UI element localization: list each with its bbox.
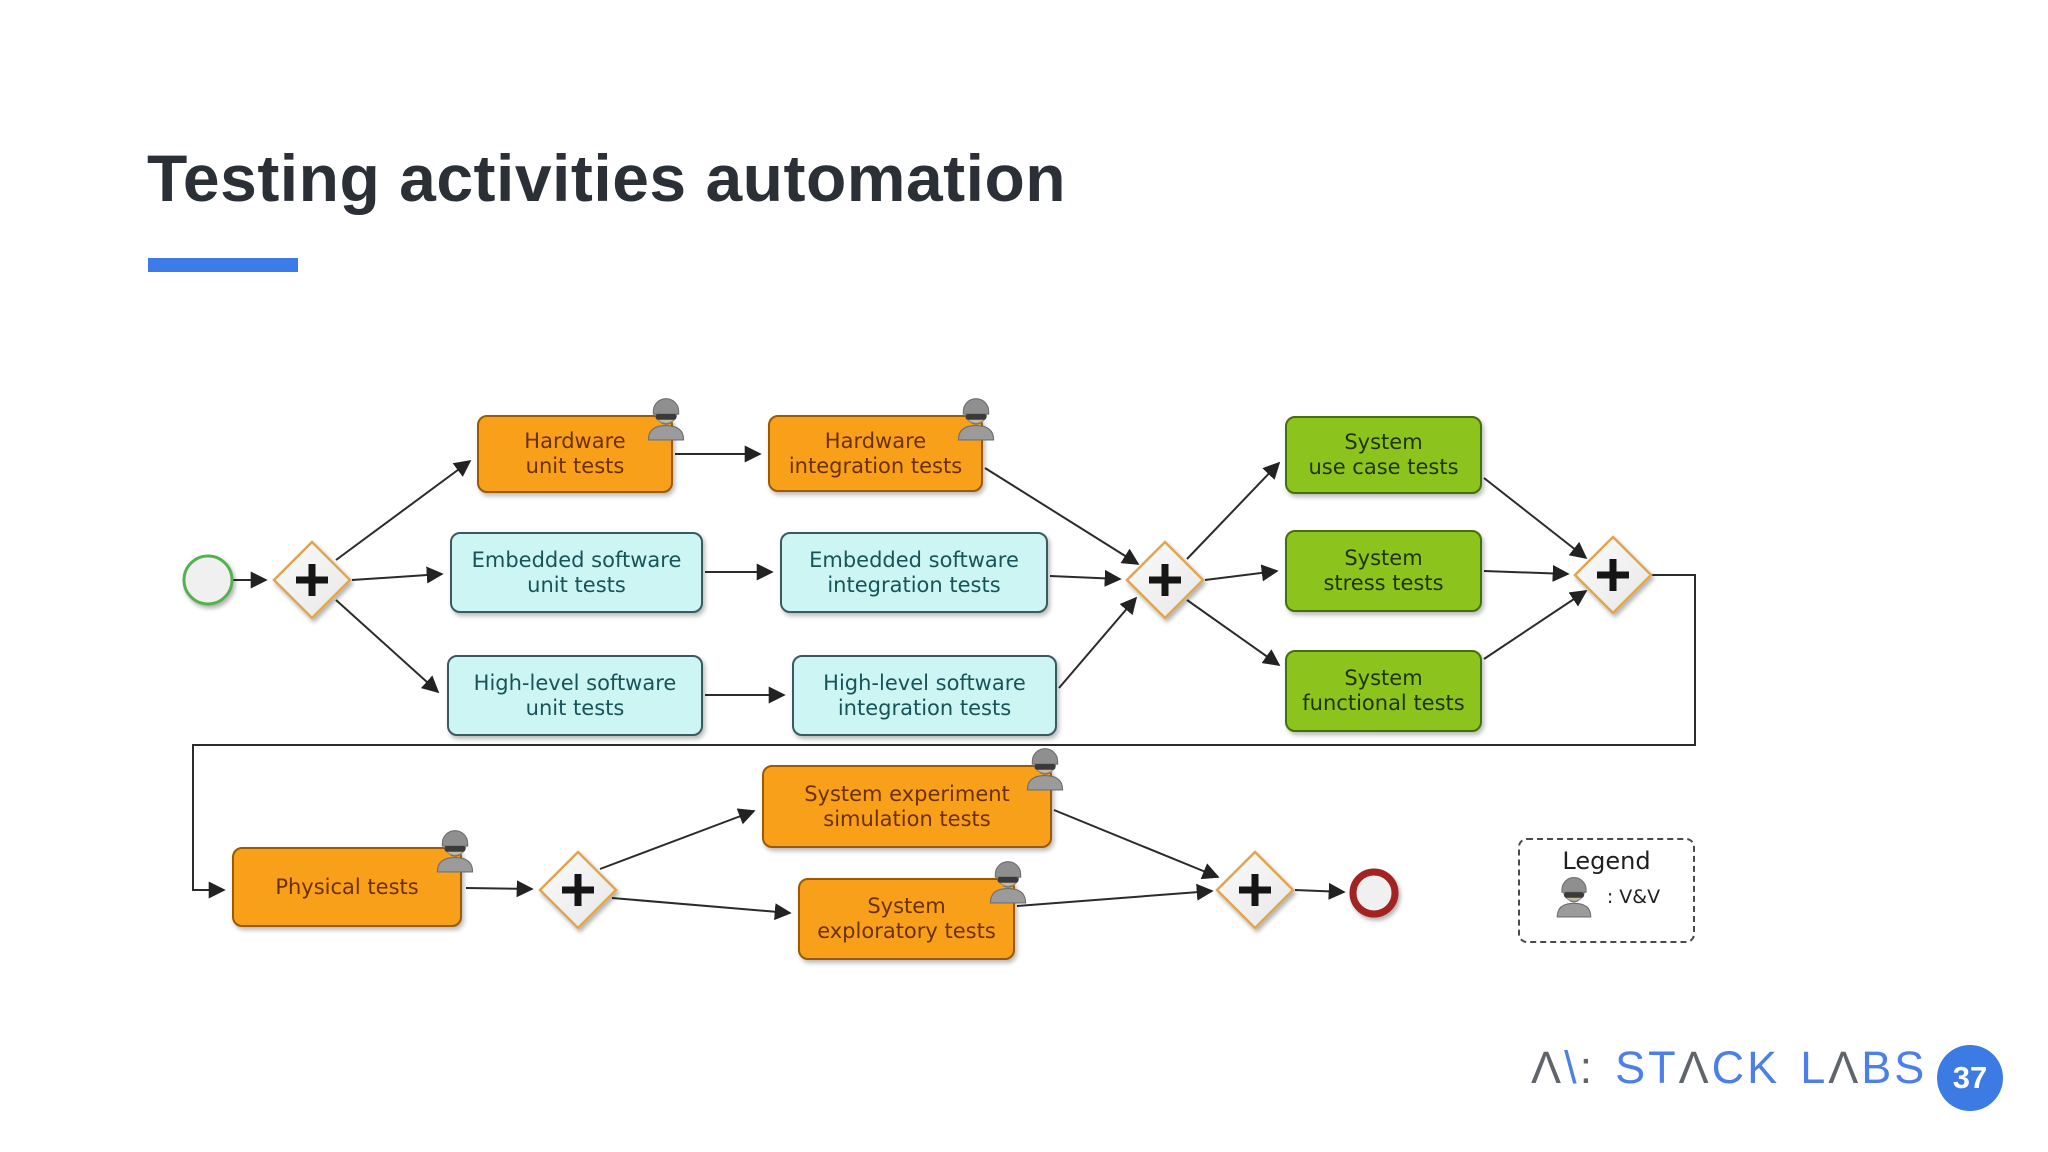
task-hardware-integration-tests: Hardware integration tests	[768, 415, 983, 492]
logo-glyph: \	[1564, 1042, 1580, 1093]
task-label-line: Hardware	[524, 429, 626, 454]
task-hardware-unit-tests: Hardware unit tests	[477, 415, 673, 493]
parallel-gateway-split-bottom	[538, 850, 618, 930]
task-system-exploratory-tests: System exploratory tests	[798, 878, 1015, 960]
task-label-line: System	[1344, 666, 1423, 691]
logo-glyph: BS	[1861, 1042, 1928, 1093]
task-embedded-software-integration-tests: Embedded software integration tests	[780, 532, 1048, 613]
logo-glyph: Λ	[1828, 1042, 1862, 1093]
task-label-line: integration tests	[837, 695, 1012, 720]
task-system-experiment-simulation-tests: System experiment simulation tests	[762, 765, 1052, 848]
legend-title: Legend	[1562, 847, 1651, 875]
task-label-line: functional tests	[1302, 691, 1465, 715]
task-label-line: stress tests	[1323, 571, 1444, 595]
logo-glyph: L	[1800, 1042, 1829, 1093]
task-label-line: System	[867, 894, 946, 919]
logo-glyph: ST	[1615, 1042, 1679, 1093]
start-event	[182, 554, 234, 606]
task-label-line: unit tests	[525, 454, 625, 478]
legend-vv-label: : V&V	[1606, 886, 1661, 908]
task-physical-tests: Physical tests	[232, 847, 462, 927]
task-system-stress-tests: System stress tests	[1285, 530, 1482, 612]
task-label-line: Embedded software	[809, 547, 1019, 572]
task-system-use-case-tests: System use case tests	[1285, 416, 1482, 494]
task-label-line: exploratory tests	[817, 919, 996, 943]
task-label-line: integration tests	[827, 572, 1001, 597]
vv-person-icon	[1023, 747, 1067, 791]
task-label-line: integration tests	[788, 453, 963, 478]
task-high-level-software-unit-tests: High-level software unit tests	[447, 655, 703, 736]
title-accent-bar	[148, 258, 298, 272]
parallel-gateway-join-bottom	[1215, 850, 1295, 930]
task-embedded-software-unit-tests: Embedded software unit tests	[450, 532, 703, 613]
task-label-line: simulation tests	[823, 806, 991, 831]
task-label-line: High-level software	[823, 670, 1026, 695]
task-label-line: Embedded software	[471, 547, 682, 572]
vv-person-icon	[1553, 876, 1595, 918]
task-label-line: Physical tests	[275, 874, 419, 899]
legend-entry: : V&V	[1553, 876, 1660, 918]
page-title: Testing activities automation	[147, 141, 1067, 215]
vv-person-icon	[986, 860, 1030, 904]
task-label-line: System	[1344, 546, 1423, 571]
logo-glyph: CK	[1711, 1042, 1781, 1093]
flow-arrows	[192, 445, 1696, 921]
task-label-line: System	[1344, 430, 1423, 455]
page-number-badge: 37	[1937, 1045, 2003, 1111]
vv-person-icon	[644, 397, 688, 441]
logo-glyph: Λ	[1678, 1042, 1712, 1093]
task-label-line: use case tests	[1308, 455, 1459, 479]
task-label-line: unit tests	[525, 695, 625, 720]
vv-person-icon	[954, 397, 998, 441]
logo-glyph: Λ	[1531, 1042, 1565, 1093]
task-label-line: System experiment	[804, 781, 1010, 806]
task-high-level-software-integration-tests: High-level software integration tests	[792, 655, 1057, 736]
legend-box: Legend : V&V	[1518, 838, 1695, 943]
task-system-functional-tests: System functional tests	[1285, 650, 1482, 732]
parallel-gateway-join-integration	[1125, 540, 1205, 620]
task-label-line: High-level software	[473, 670, 677, 695]
end-event	[1349, 868, 1399, 918]
vv-person-icon	[433, 829, 477, 873]
task-label-line: Hardware	[824, 428, 927, 453]
logo-glyph: :	[1579, 1042, 1596, 1093]
parallel-gateway-split	[272, 540, 352, 620]
parallel-gateway-join-system	[1573, 535, 1653, 615]
task-label-line: unit tests	[527, 572, 626, 597]
